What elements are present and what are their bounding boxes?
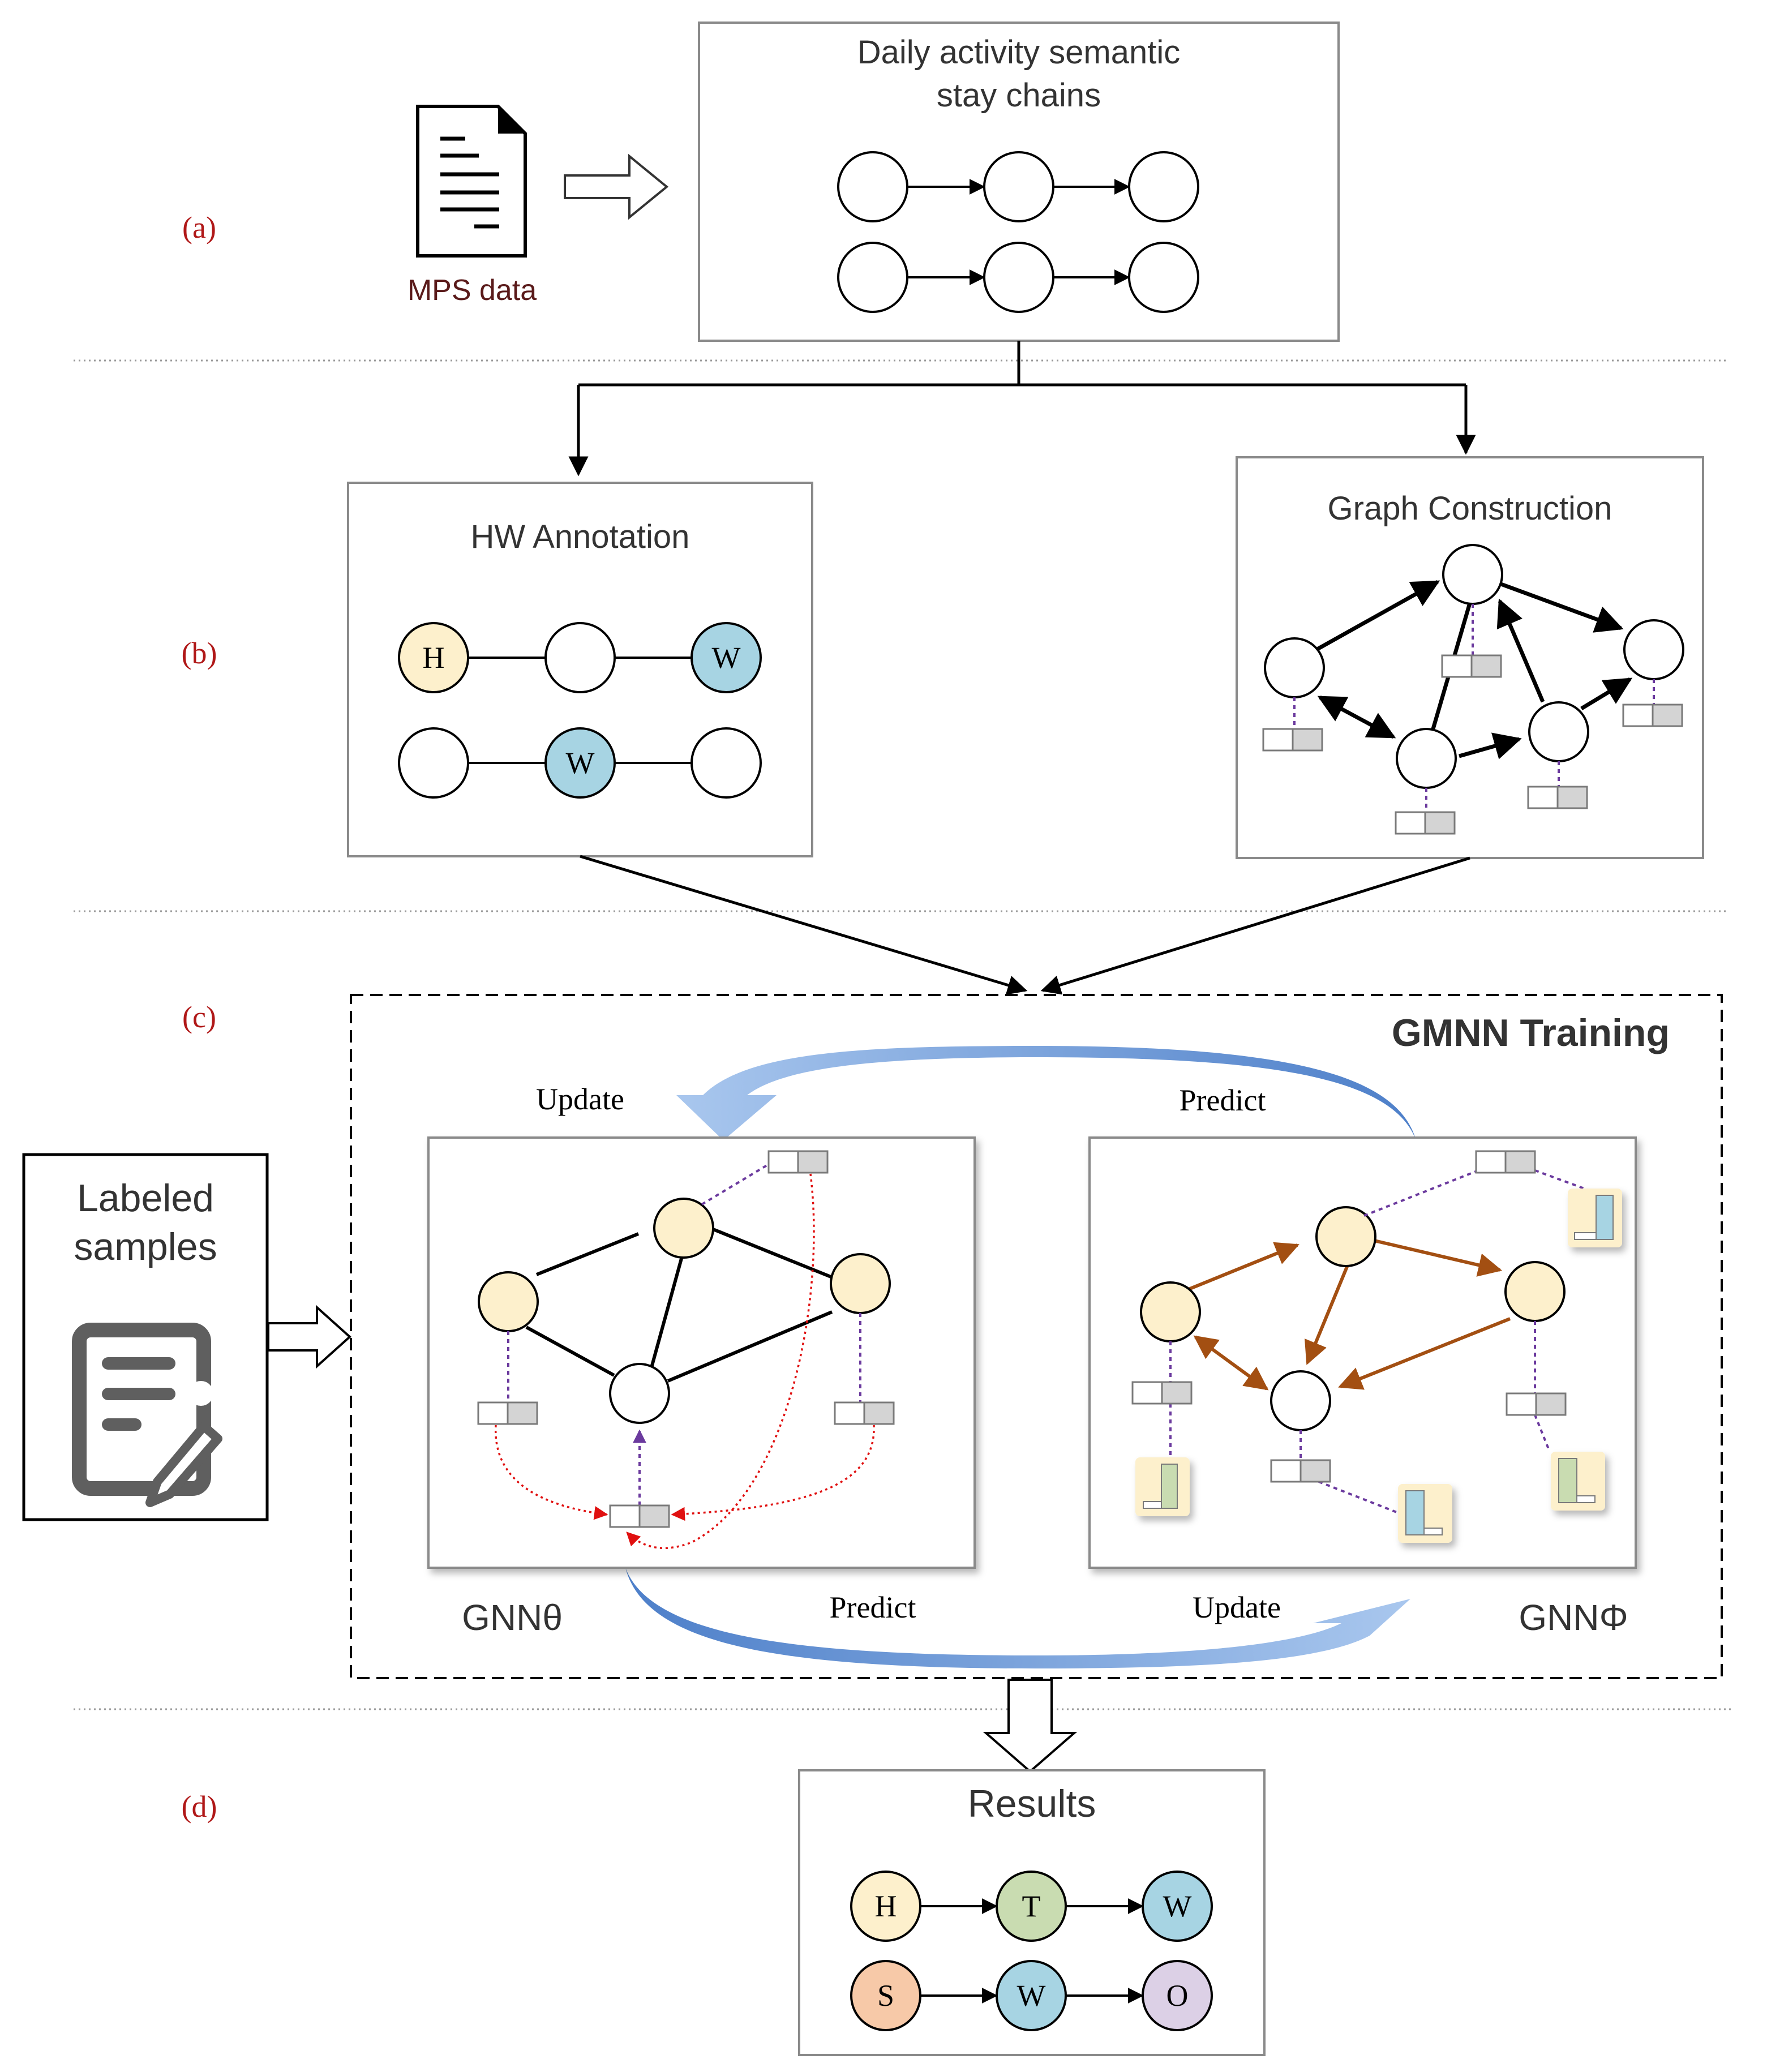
gnn-theta-label: GNNθ xyxy=(462,1597,563,1638)
hollow-arrow-right-icon xyxy=(564,153,669,220)
gnn-theta-graph xyxy=(477,1150,895,1550)
gmnn-training-title: GMNN Training xyxy=(1392,1011,1670,1054)
result-node-home: H xyxy=(875,1889,897,1923)
prob-chart-icon-3 xyxy=(1398,1484,1452,1543)
stay-chains-title-line1: Daily activity semantic xyxy=(857,34,1180,71)
mps-data-label: MPS data xyxy=(408,274,537,307)
section-separators xyxy=(74,359,1732,1710)
stay-chain-graph xyxy=(837,151,1199,313)
hw-node-home-label: H xyxy=(423,641,445,675)
results-title: Results xyxy=(968,1782,1096,1825)
hw-node-work-label-2: W xyxy=(566,746,595,780)
converge-arrows xyxy=(580,855,1470,995)
labeled-samples-line2: samples xyxy=(74,1225,217,1268)
gnn-phi-graph xyxy=(1131,1150,1622,1543)
split-connector xyxy=(568,341,1476,477)
results-graph xyxy=(850,1871,1213,2031)
section-label-a: (a) xyxy=(182,211,216,244)
hollow-arrow-down-icon xyxy=(983,1679,1078,1773)
result-node-work: W xyxy=(1163,1889,1192,1923)
update-label-top: Update xyxy=(536,1082,624,1116)
section-label-d: (d) xyxy=(182,1790,217,1824)
graph-construction-title: Graph Construction xyxy=(1328,490,1612,527)
construction-graph xyxy=(1262,544,1684,835)
result-node-work-2: W xyxy=(1017,1979,1046,2013)
predict-label-bottom: Predict xyxy=(830,1590,916,1624)
gnn-theta-box xyxy=(427,1136,976,1569)
edit-document-icon xyxy=(72,1323,222,1507)
hw-annotation-title: HW Annotation xyxy=(471,518,690,555)
document-icon xyxy=(416,105,527,258)
section-label-c: (c) xyxy=(182,1000,216,1034)
prob-chart-icon xyxy=(1568,1189,1622,1247)
prob-chart-icon-4 xyxy=(1551,1452,1605,1511)
labeled-samples-line1: Labeled xyxy=(77,1177,214,1220)
prob-chart-icon-2 xyxy=(1135,1457,1190,1516)
result-node-other: O xyxy=(1166,1979,1189,2013)
hollow-arrow-into-gmnn-icon xyxy=(267,1305,351,1369)
predict-label-top: Predict xyxy=(1180,1083,1266,1117)
hw-node-work-label: W xyxy=(712,641,741,675)
stay-chains-title-line2: stay chains xyxy=(937,77,1101,114)
gnn-phi-label: GNNΦ xyxy=(1519,1597,1628,1638)
result-node-shop: S xyxy=(877,1979,894,2013)
update-label-bottom: Update xyxy=(1193,1590,1281,1624)
hw-annotation-graph xyxy=(398,622,762,799)
result-node-travel: T xyxy=(1022,1889,1041,1923)
section-label-b: (b) xyxy=(182,636,217,670)
